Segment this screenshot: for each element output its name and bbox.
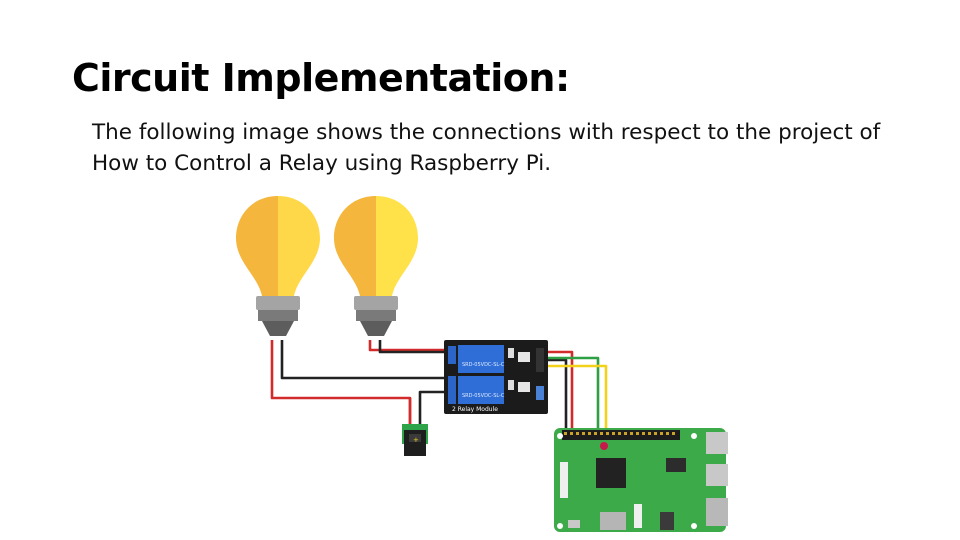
usb-port-1	[706, 432, 728, 454]
light-bulb-right	[334, 196, 418, 336]
wire-bulb2-red	[368, 340, 445, 352]
wires	[270, 340, 608, 430]
wire-in1-green	[545, 356, 600, 430]
dc-power-jack: +	[402, 424, 428, 456]
wire-bulb1-black	[280, 340, 456, 380]
raspberry-logo-icon	[600, 442, 608, 450]
relay-channel-2-text: SRD-05VDC-SL-C	[462, 393, 505, 399]
slide-body-text: The following image shows the connection…	[92, 120, 881, 176]
micro-usb-power	[568, 520, 580, 528]
light-bulb-left	[236, 196, 320, 336]
relay-module-label: 2 Relay Module	[452, 406, 498, 413]
wire-common-black	[418, 390, 452, 428]
relay-module: SRD-05VDC-SL-C SRD-05VDC-SL-C 2 Relay Mo…	[444, 340, 548, 414]
relay-channel-2	[458, 376, 504, 404]
ethernet-port	[706, 498, 728, 526]
audio-jack	[660, 512, 674, 530]
relay-channel-1-text: SRD-05VDC-SL-C	[462, 362, 505, 368]
svg-text:+: +	[413, 436, 419, 444]
wire-vcc-red	[545, 350, 574, 430]
wire-in2-yellow	[545, 364, 608, 430]
soc-chip	[596, 458, 626, 488]
relay-channel-1	[458, 345, 504, 373]
slide-title: Circuit Implementation:	[72, 56, 570, 100]
wire-bulb2-black	[378, 340, 456, 354]
usb-port-2	[706, 464, 728, 486]
raspberry-pi-board	[554, 428, 728, 532]
hdmi-port	[600, 512, 626, 530]
wire-gnd-black	[545, 358, 568, 430]
